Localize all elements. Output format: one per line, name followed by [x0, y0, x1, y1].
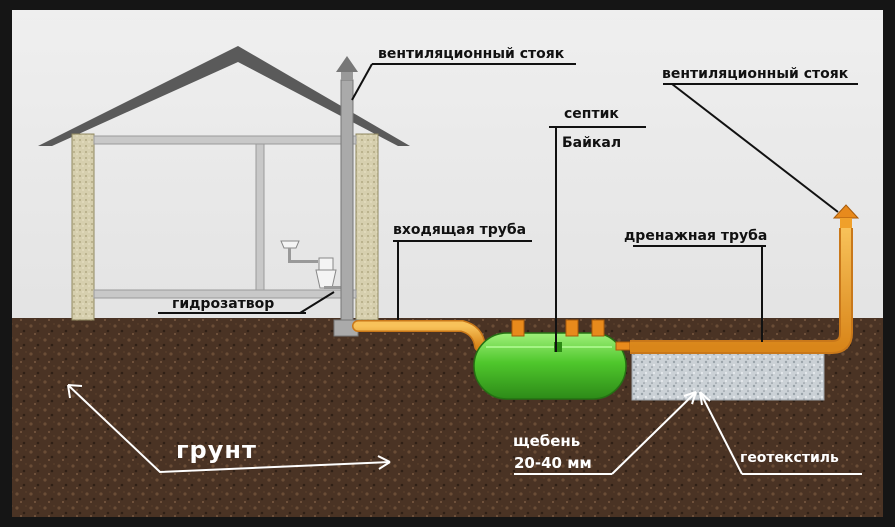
interior-post — [255, 143, 265, 291]
septic-label-line1: септик — [564, 106, 619, 122]
tank-body — [473, 332, 627, 400]
toilet-drain — [324, 286, 346, 289]
vent-stack-left — [333, 56, 359, 337]
gravel-label-line1: щебень — [513, 432, 580, 450]
tank-neck-1 — [511, 319, 525, 337]
septic-label-line2: Байкал — [562, 135, 621, 151]
toilet-icon — [315, 269, 337, 289]
left-wall — [71, 133, 95, 321]
vent-stack-left-label: вентиляционный стояк — [378, 46, 565, 62]
toilet-tank — [318, 257, 334, 271]
floor-beam — [93, 289, 357, 299]
tank-neck-2 — [565, 319, 579, 337]
tank-port — [554, 342, 562, 352]
vent-cap-left — [336, 56, 358, 72]
sink-pipe — [288, 260, 318, 263]
water-seal-label: гидрозатвор — [172, 296, 274, 312]
soil-arrows — [67, 384, 862, 475]
vent-cap-neck-left — [341, 72, 353, 80]
vent-stack-right-label: вентиляционный стояк — [662, 66, 849, 82]
tank-neck-3 — [591, 319, 605, 337]
house — [38, 46, 410, 321]
geotextile-label: геотекстиль — [740, 450, 839, 466]
ceiling-beam — [93, 135, 357, 145]
inlet-pipe — [353, 321, 485, 351]
septic-tank — [473, 319, 631, 400]
sink-icon — [280, 240, 300, 249]
drain-pipe — [630, 228, 851, 352]
soil-label: грунт — [176, 436, 257, 464]
gravel-label-line2: 20-40 мм — [514, 454, 592, 472]
leader-lines — [158, 63, 858, 352]
inlet-pipe-label: входящая труба — [393, 222, 526, 238]
gravel-bed — [631, 351, 825, 401]
drain-pipe-label: дренажная труба — [624, 228, 767, 244]
roof — [38, 46, 410, 146]
tank-outlet — [615, 341, 631, 351]
vent-pipe-left — [340, 79, 354, 323]
vent-cap-neck-right — [840, 218, 852, 228]
right-wall — [355, 133, 379, 321]
sink-drain — [288, 248, 291, 262]
